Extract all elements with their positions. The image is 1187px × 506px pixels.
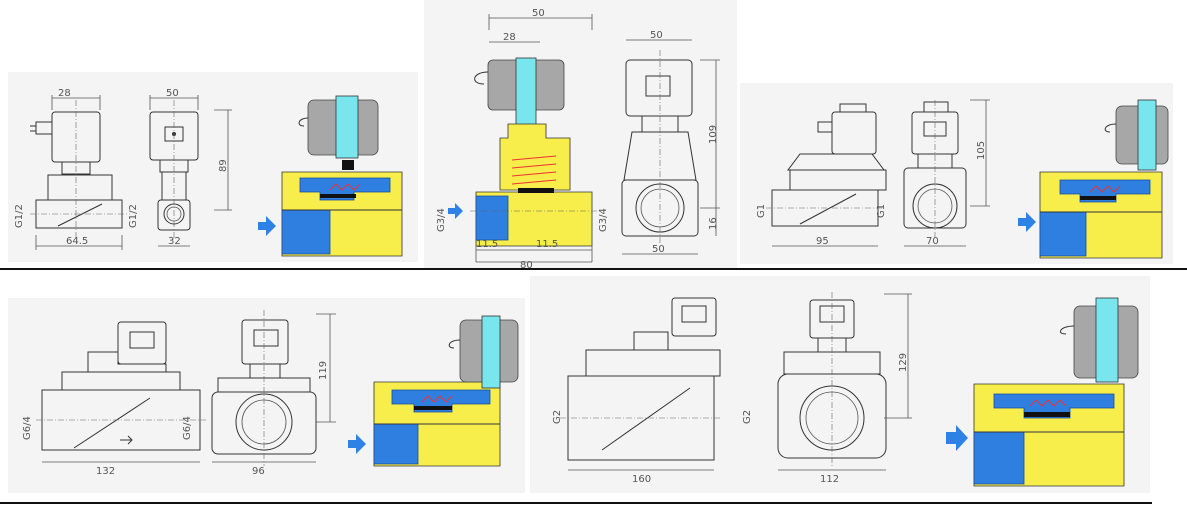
flow-arrow-icon <box>1018 212 1036 232</box>
p1-dim-thread-right: G1/2 <box>128 204 139 228</box>
p1-dim-width-top: 28 <box>58 88 71 99</box>
panel-2-side-view: 50 109 16 50 <box>621 30 720 255</box>
panel-3-cutaway <box>1018 99 1169 259</box>
p2-dim-side-width: 50 <box>652 244 665 255</box>
panel-1-front-view: 28 64.5 G1/2 G1/2 <box>14 88 139 250</box>
p2-dim-thread: G3/4 <box>436 208 447 232</box>
p2-dim-offset-a: 11.5 <box>476 239 498 250</box>
panel-5-side-view: 129 112 <box>777 292 912 485</box>
panel-4-front-view: G6/4 G6/4 132 <box>22 321 206 477</box>
panel-3-front-view: G1 95 <box>756 103 887 247</box>
flow-arrow-icon <box>448 203 463 219</box>
panel-2-section-view: 50 28 G3/4 11.5 11.5 80 G3/4 <box>436 8 609 271</box>
p5-dim-thread-right: G2 <box>742 410 753 424</box>
p2-dim-top-total: 50 <box>532 8 545 19</box>
panel-4-side-view: 119 96 <box>211 310 336 477</box>
p2-dim-offset-b: 11.5 <box>536 239 558 250</box>
p5-dim-width: 112 <box>820 474 839 485</box>
panel-1-side-view: 50 89 32 <box>149 88 232 247</box>
p3-dim-thread-right: G1 <box>876 204 887 218</box>
flow-arrow-icon <box>258 216 276 236</box>
p4-dim-height: 119 <box>318 361 329 380</box>
flow-arrow-icon <box>946 425 968 451</box>
p1-dim-thread-left: G1/2 <box>14 204 25 228</box>
p3-dim-height: 105 <box>976 141 987 160</box>
panel-4-cutaway <box>348 315 519 467</box>
p4-dim-thread-right: G6/4 <box>182 416 193 440</box>
row-separator-top <box>0 268 1187 270</box>
p4-dim-width: 96 <box>252 466 265 477</box>
p1-dim-height: 89 <box>218 159 229 172</box>
p2-dim-length: 80 <box>520 260 533 271</box>
p2-dim-height: 109 <box>708 125 719 144</box>
p1-dim-width-top2: 50 <box>166 88 179 99</box>
row-separator-bottom <box>0 502 1152 504</box>
p2-dim-thread-right: G3/4 <box>598 208 609 232</box>
p4-dim-thread-left: G6/4 <box>22 416 33 440</box>
p5-dim-height: 129 <box>898 353 909 372</box>
p4-dim-length: 132 <box>96 466 115 477</box>
p2-dim-top-inner: 28 <box>503 32 516 43</box>
p2-dim-side-top: 50 <box>650 30 663 41</box>
p1-dim-length: 64.5 <box>66 236 88 247</box>
panel-3-side-view: G1 105 70 <box>876 99 990 247</box>
panel-5-front-view: G2 G2 160 <box>552 297 753 485</box>
p5-dim-length: 160 <box>632 474 651 485</box>
p3-dim-width: 70 <box>926 236 939 247</box>
p5-dim-thread-left: G2 <box>552 410 563 424</box>
p2-dim-foot: 16 <box>708 217 719 230</box>
p3-dim-length: 95 <box>816 236 829 247</box>
panel-5-cutaway <box>946 297 1139 487</box>
panel-1-cutaway <box>258 95 403 257</box>
p1-dim-width: 32 <box>168 236 181 247</box>
flow-arrow-icon <box>348 434 366 454</box>
p3-dim-thread-left: G1 <box>756 204 767 218</box>
